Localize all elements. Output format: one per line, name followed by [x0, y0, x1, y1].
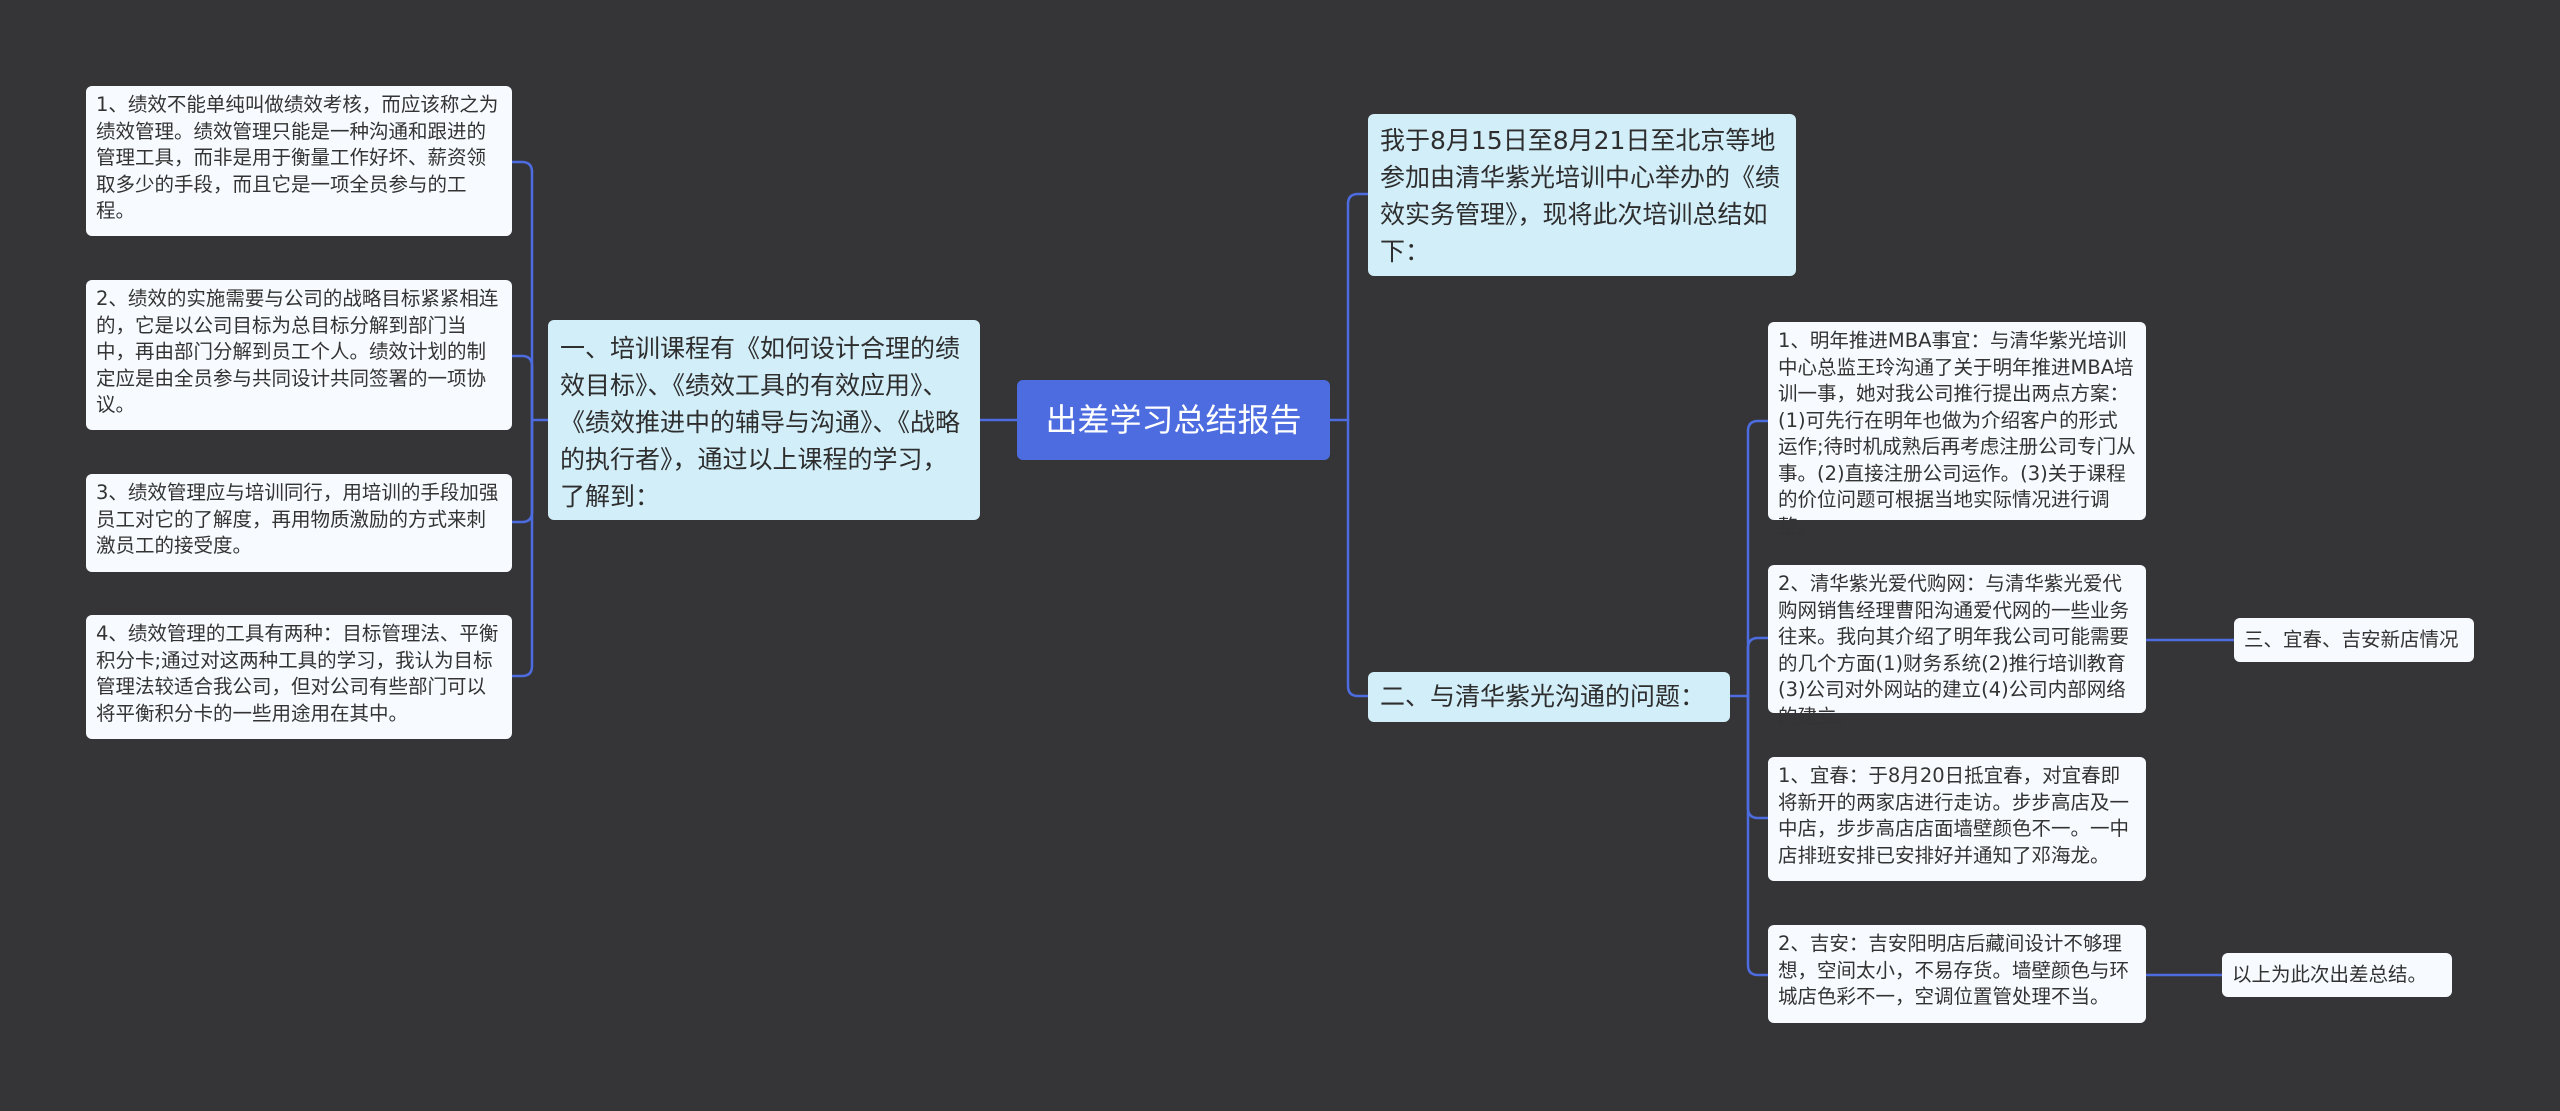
- leaf-left-1[interactable]: 1、绩效不能单纯叫做绩效考核，而应该称之为绩效管理。绩效管理只能是一种沟通和跟进…: [86, 86, 512, 236]
- leaf-left-3[interactable]: 3、绩效管理应与培训同行，用培训的手段加强员工对它的了解度，再用物质激励的方式来…: [86, 474, 512, 572]
- link-right-branch: [1346, 418, 1370, 698]
- branch-training-courses[interactable]: 一、培训课程有《如何设计合理的绩效目标》、《绩效工具的有效应用》、《绩效推进中的…: [548, 320, 980, 520]
- root-node[interactable]: 出差学习总结报告: [1017, 380, 1330, 460]
- leaf-left-2[interactable]: 2、绩效的实施需要与公司的战略目标紧紧相连的，它是以公司目标为总目标分解到部门当…: [86, 280, 512, 430]
- leaf-right-daigou[interactable]: 2、清华紫光爱代购网：与清华紫光爱代购网销售经理曹阳沟通爱代网的一些业务往来。我…: [1768, 565, 2146, 728]
- side-new-stores[interactable]: 三、宜春、吉安新店情况: [2234, 618, 2474, 662]
- leaf-right-yichun[interactable]: 1、宜春：于8月20日抵宜春，对宜春即将新开的两家店进行走访。步步高店及一中店，…: [1768, 757, 2146, 881]
- link-left-1: [510, 160, 534, 422]
- leaf-left-4[interactable]: 4、绩效管理的工具有两种：目标管理法、平衡积分卡;通过对这两种工具的学习，我认为…: [86, 615, 512, 739]
- link-left-3: [510, 418, 534, 524]
- link-left-2: [510, 354, 534, 422]
- leaf-right-mba[interactable]: 1、明年推进MBA事宜：与清华紫光培训中心总监王玲沟通了关于明年推进MBA培训一…: [1768, 322, 2146, 538]
- link-branch2-2: [1746, 636, 1770, 698]
- side-summary-end[interactable]: 以上为此次出差总结。: [2222, 953, 2452, 997]
- link-left-4: [510, 418, 534, 678]
- branch-communication-issues[interactable]: 二、与清华紫光沟通的问题：: [1368, 672, 1730, 722]
- leaf-right-jian[interactable]: 2、吉安：吉安阳明店后藏间设计不够理想，空间太小，不易存货。墙壁颜色与环城店色彩…: [1768, 925, 2146, 1023]
- link-branch2-3: [1746, 694, 1770, 820]
- link-right-intro: [1346, 192, 1370, 422]
- link-branch2-4: [1746, 694, 1770, 977]
- intro-node[interactable]: 我于8月15日至8月21日至北京等地参加由清华紫光培训中心举办的《绩效实务管理》…: [1368, 114, 1796, 276]
- link-branch2-1: [1746, 419, 1770, 698]
